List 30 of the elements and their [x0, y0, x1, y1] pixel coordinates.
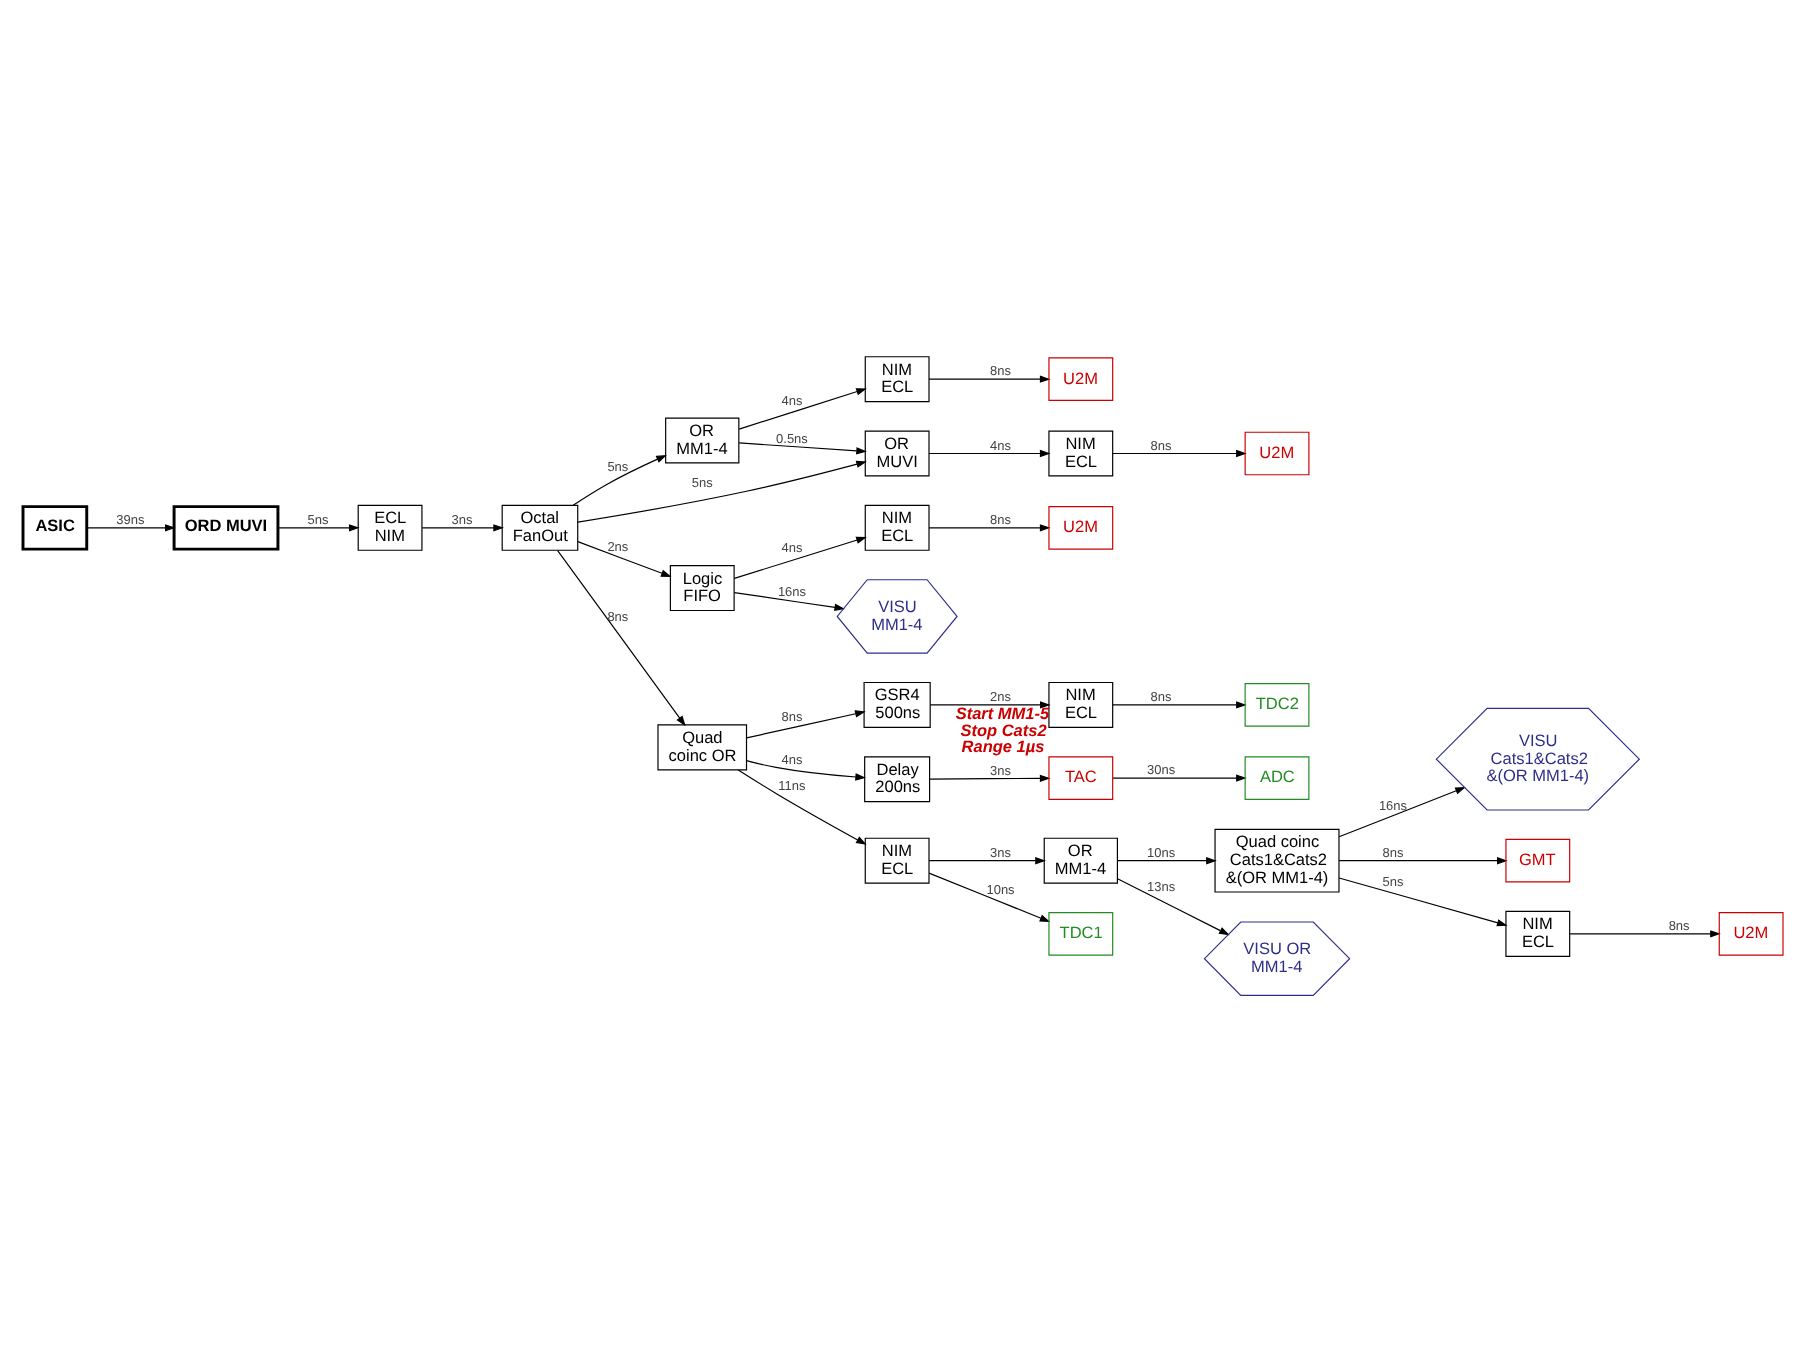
arrow	[1116, 855, 1217, 864]
arrow	[928, 871, 1051, 922]
arrow	[421, 523, 504, 531]
arrow	[86, 523, 176, 531]
arrow	[929, 773, 1051, 782]
arrow	[733, 535, 867, 578]
arrow	[928, 448, 1051, 457]
arrow	[738, 387, 867, 429]
arrow	[557, 548, 686, 726]
arrow	[572, 453, 667, 505]
arrow	[746, 709, 866, 738]
arrow	[1116, 877, 1230, 935]
arrow	[1112, 773, 1247, 781]
arrow	[737, 768, 867, 844]
arrow	[738, 441, 867, 454]
arrow	[1338, 786, 1466, 837]
arrow	[1569, 929, 1721, 937]
arrow	[277, 523, 360, 531]
arrow	[577, 459, 867, 522]
arrow	[733, 591, 846, 611]
arrow	[928, 855, 1046, 864]
arrow	[1338, 876, 1508, 926]
arrow	[928, 374, 1051, 382]
arrow	[1338, 855, 1508, 864]
arrow	[1112, 700, 1247, 708]
arrow	[928, 523, 1051, 531]
arrow	[929, 700, 1051, 708]
arrow	[1112, 448, 1247, 457]
arrow	[577, 540, 672, 576]
arrow	[745, 759, 866, 780]
